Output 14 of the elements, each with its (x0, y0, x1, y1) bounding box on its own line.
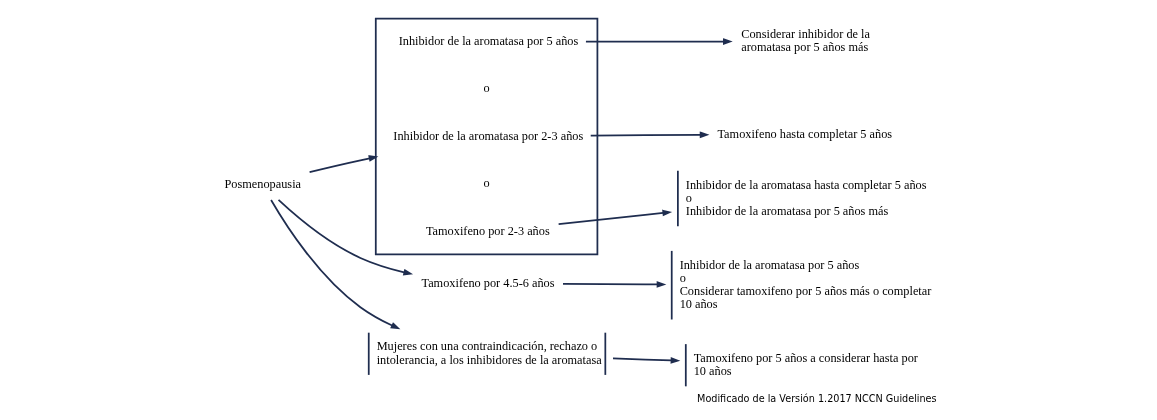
node-text: Tamoxifeno por 5 años a considerar hasta por 10 años (693, 350, 918, 379)
label: o (483, 176, 490, 191)
node-text: Tamoxifeno por 2-3 años (425, 224, 550, 239)
node-text: Inhibidor de la aromatasa por 5 años o Considerar tamoxifeno por 5 años más o completar 10 años (679, 257, 932, 312)
node-text: Tamoxifeno hasta completar 5 años (717, 126, 893, 141)
label: o (483, 81, 490, 96)
node-text: Posmenopausia (224, 176, 302, 191)
node-text: Tamoxifeno por 4.5-6 años (421, 276, 555, 291)
node-text: Considerar inhibidor de la aromatasa por 5 años más (741, 27, 870, 55)
node-text: Inhibidor de la aromatasa hasta completar 5 años o Inhibidor de la aromatasa por 5 años más (685, 177, 927, 219)
node-text: Mujeres con una contraindicación, rechazo o intolerancia, a los inhibidores de la aromatasa (376, 339, 602, 367)
node-text: Inhibidor de la aromatasa por 2-3 años (393, 129, 584, 144)
caption: Modificado de la Versión 1.2017 NCCN Guidelines (697, 392, 937, 404)
node-text: Inhibidor de la aromatasa por 5 años (398, 34, 579, 49)
